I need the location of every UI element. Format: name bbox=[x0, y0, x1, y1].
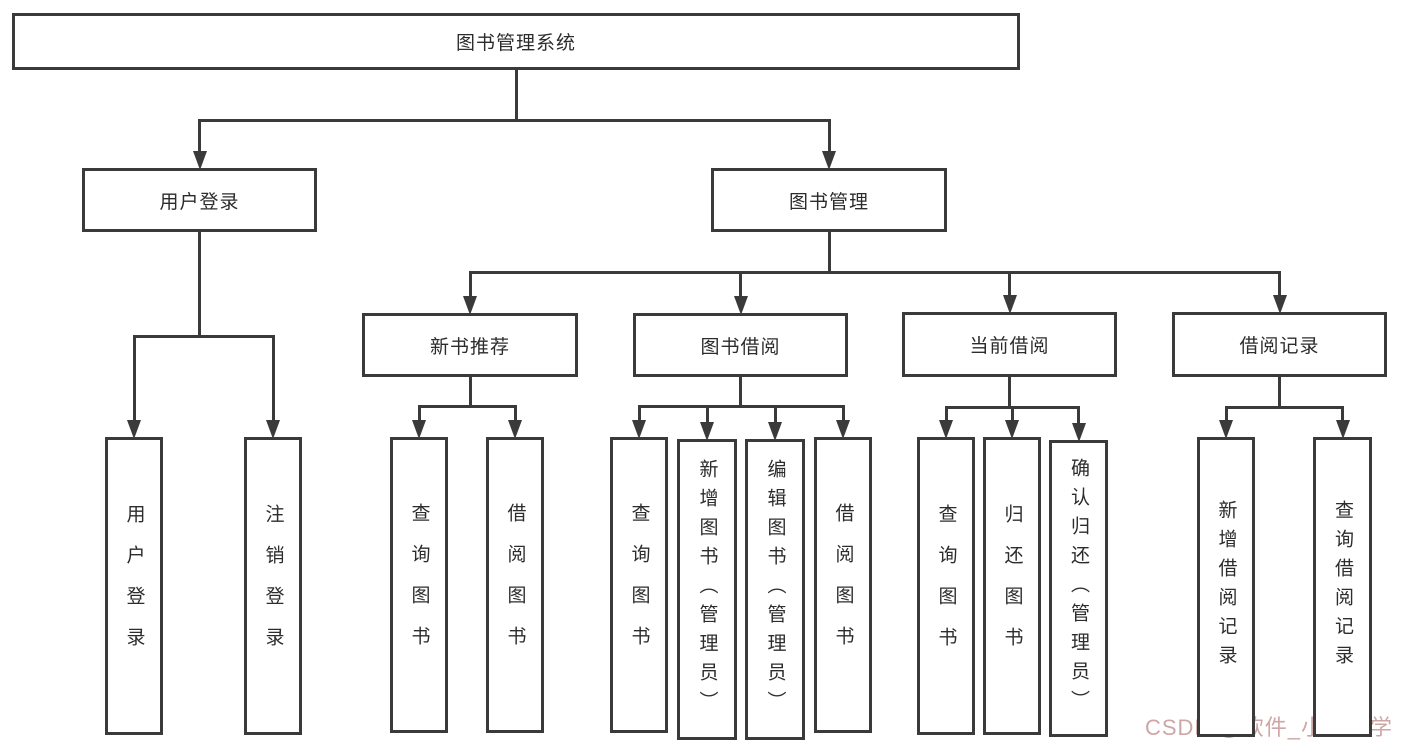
connector-line-vertical bbox=[132, 336, 136, 423]
leaf-edit-books-admin: 编辑图书（管理员） bbox=[745, 439, 805, 740]
arrowhead-icon bbox=[1071, 423, 1086, 442]
arrowhead-icon bbox=[632, 420, 646, 439]
connector-line-horizontal bbox=[198, 118, 831, 122]
connector-line-vertical bbox=[841, 406, 845, 423]
arrowhead-icon bbox=[1005, 420, 1019, 439]
node-borrowing-records-label: 借阅记录 bbox=[1239, 336, 1320, 357]
node-user-login-label: 用户登录 bbox=[159, 191, 240, 213]
connector-line-vertical bbox=[637, 406, 641, 423]
arrowhead-icon bbox=[127, 420, 141, 439]
connector-line-horizontal bbox=[132, 334, 275, 338]
leaf-borrow-books-rec: 借阅图书 bbox=[486, 437, 544, 733]
leaf-query-books-borrow: 查询图书 bbox=[610, 437, 668, 733]
leaf-query-borrow-record-label: 查询借阅记录 bbox=[1332, 500, 1353, 674]
connector-line-horizontal bbox=[637, 404, 845, 408]
connector-line-vertical bbox=[468, 272, 472, 299]
arrowhead-icon bbox=[463, 296, 477, 315]
leaf-edit-books-admin-label: 编辑图书（管理员） bbox=[764, 459, 786, 720]
node-book-borrowing-label: 图书借阅 bbox=[700, 336, 781, 358]
connector-line-vertical bbox=[417, 406, 421, 423]
connector-line-vertical bbox=[1341, 407, 1344, 423]
arrowhead-icon bbox=[1002, 295, 1017, 314]
connector-line-vertical bbox=[198, 120, 201, 154]
arrowhead-icon bbox=[768, 422, 782, 441]
connector-line-vertical bbox=[468, 377, 472, 406]
leaf-query-books-borrow-label: 查询图书 bbox=[628, 503, 650, 667]
arrowhead-icon bbox=[192, 151, 207, 170]
leaf-borrow-books-rec-label: 借阅图书 bbox=[504, 503, 526, 667]
connector-line-vertical bbox=[271, 336, 275, 423]
node-library-management-system: 图书管理系统 bbox=[12, 13, 1020, 70]
node-user-login: 用户登录 bbox=[82, 168, 317, 232]
node-current-borrowing-label: 当前借阅 bbox=[969, 336, 1050, 357]
node-book-management: 图书管理 bbox=[711, 168, 947, 232]
connector-line-vertical bbox=[944, 407, 948, 423]
arrowhead-icon bbox=[939, 420, 953, 439]
leaf-add-borrow-record: 新增借阅记录 bbox=[1197, 437, 1255, 737]
arrowhead-icon bbox=[266, 420, 280, 439]
leaf-query-books-current-label: 查询图书 bbox=[935, 504, 957, 668]
arrowhead-icon bbox=[700, 422, 714, 441]
leaf-add-books-admin: 新增图书（管理员） bbox=[677, 439, 737, 740]
connector-line-vertical bbox=[773, 406, 777, 425]
arrowhead-icon bbox=[1219, 420, 1233, 439]
arrowhead-icon bbox=[508, 420, 522, 439]
connector-line-vertical bbox=[1077, 407, 1080, 426]
connector-line-vertical bbox=[1008, 377, 1011, 407]
node-new-book-recommend-label: 新书推荐 bbox=[429, 336, 510, 358]
leaf-add-books-admin-label: 新增图书（管理员） bbox=[696, 459, 718, 720]
leaf-user-login-label: 用户登录 bbox=[123, 504, 145, 668]
leaf-borrow-books-label: 借阅图书 bbox=[832, 503, 854, 667]
leaf-add-borrow-record-label: 新增借阅记录 bbox=[1215, 500, 1237, 674]
connector-line-vertical bbox=[705, 406, 709, 425]
arrowhead-icon bbox=[1335, 420, 1350, 439]
connector-line-vertical bbox=[1224, 407, 1228, 423]
connector-line-vertical bbox=[1278, 272, 1281, 298]
leaf-logout-label: 注销登录 bbox=[262, 504, 284, 668]
leaf-query-books-rec: 查询图书 bbox=[390, 437, 448, 733]
connector-line-vertical bbox=[514, 70, 518, 120]
connector-line-horizontal bbox=[417, 404, 517, 408]
leaf-query-books-rec-label: 查询图书 bbox=[408, 503, 430, 667]
arrowhead-icon bbox=[822, 151, 836, 170]
node-borrowing-records: 借阅记录 bbox=[1172, 312, 1387, 377]
arrowhead-icon bbox=[836, 420, 850, 439]
leaf-confirm-return-admin-label: 确认归还（管理员） bbox=[1068, 458, 1089, 719]
connector-line-horizontal bbox=[468, 270, 1281, 274]
leaf-borrow-books: 借阅图书 bbox=[814, 437, 872, 733]
arrowhead-icon bbox=[1272, 295, 1287, 314]
connector-line-vertical bbox=[739, 377, 742, 406]
node-book-management-label: 图书管理 bbox=[788, 191, 869, 213]
leaf-query-books-current: 查询图书 bbox=[917, 437, 975, 735]
node-new-book-recommend: 新书推荐 bbox=[362, 313, 578, 377]
leaf-confirm-return-admin: 确认归还（管理员） bbox=[1049, 440, 1108, 737]
connector-line-vertical bbox=[1008, 272, 1011, 298]
connector-line-vertical bbox=[739, 272, 742, 299]
node-current-borrowing: 当前借阅 bbox=[902, 312, 1117, 377]
node-book-borrowing: 图书借阅 bbox=[633, 313, 848, 377]
connector-line-horizontal bbox=[1224, 405, 1344, 409]
connector-line-vertical bbox=[1278, 377, 1281, 407]
connector-line-vertical bbox=[198, 232, 201, 336]
leaf-query-borrow-record: 查询借阅记录 bbox=[1313, 437, 1372, 737]
leaf-return-books: 归还图书 bbox=[983, 437, 1041, 735]
connector-line-vertical bbox=[1010, 407, 1014, 423]
arrowhead-icon bbox=[412, 420, 426, 439]
leaf-return-books-label: 归还图书 bbox=[1001, 504, 1023, 668]
leaf-logout: 注销登录 bbox=[244, 437, 302, 735]
leaf-user-login: 用户登录 bbox=[105, 437, 163, 735]
arrowhead-icon bbox=[733, 296, 748, 315]
connector-line-vertical bbox=[827, 120, 831, 154]
connector-line-vertical bbox=[513, 406, 517, 423]
node-library-management-system-label: 图书管理系统 bbox=[455, 33, 576, 54]
connector-line-vertical bbox=[827, 232, 831, 272]
